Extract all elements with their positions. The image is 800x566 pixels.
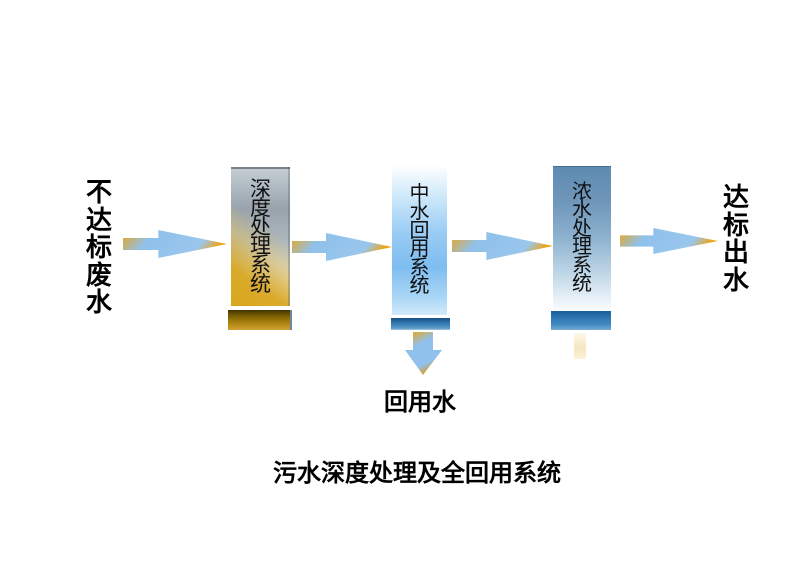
reuse-water-label: 回用水	[384, 389, 456, 416]
process-box-deep-treatment: 深度处理系统	[231, 167, 290, 306]
process-box-deep-treatment-label: 深度处理系统	[250, 176, 271, 296]
flow-down-arrow-icon	[405, 332, 442, 375]
process-box-concentrate-treatment-label: 浓水处理系统	[572, 180, 592, 295]
diagram-title: 污水深度处理及全回用系统	[273, 460, 561, 487]
concentrate-treatment-base-bar	[551, 311, 611, 330]
process-box-concentrate-treatment: 浓水处理系统	[553, 166, 611, 310]
output-label: 达标出水	[722, 182, 749, 295]
flow-right-arrow-4-icon	[620, 228, 718, 254]
process-box-water-reuse: 中水回用系统	[392, 165, 447, 315]
deep-treatment-base-bar	[228, 310, 292, 330]
flow-right-arrow-1-icon	[123, 230, 227, 258]
input-label: 不达标废水	[85, 177, 112, 317]
flow-right-arrow-2-icon	[292, 233, 392, 261]
water-reuse-base-bar	[391, 318, 450, 330]
process-box-water-reuse-label: 中水回用系统	[409, 182, 430, 297]
faint-drip-shape	[574, 333, 586, 359]
flow-right-arrow-3-icon	[452, 232, 553, 260]
